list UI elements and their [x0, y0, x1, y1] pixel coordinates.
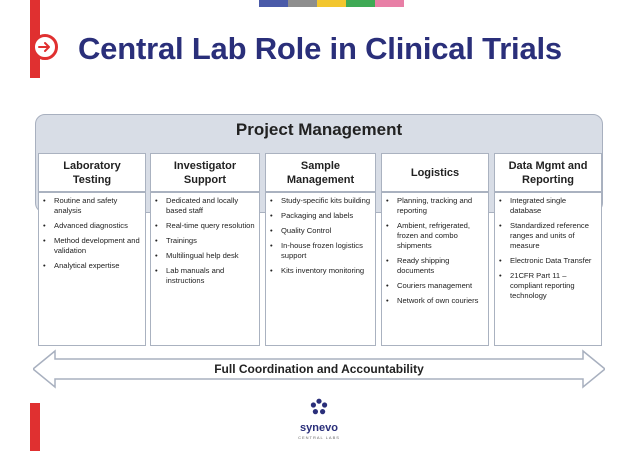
column-body-0: Routine and safety analysisAdvanced diag… — [38, 192, 146, 346]
column-header-4: Data Mgmt and Reporting — [494, 153, 602, 192]
column-header-0: Laboratory Testing — [38, 153, 146, 192]
bullet-item: Electronic Data Transfer — [499, 256, 597, 266]
bullet-item: Advanced diagnostics — [43, 221, 141, 231]
bullet-item: Planning, tracking and reporting — [386, 196, 484, 216]
column-body-4: Integrated single databaseStandardized r… — [494, 192, 602, 346]
bullet-item: Lab manuals and instructions — [155, 266, 255, 286]
top-color-stripes — [259, 0, 404, 7]
bullet-item: 21CFR Part 11 – compliant reporting tech… — [499, 271, 597, 301]
arrow-circle-icon — [32, 34, 58, 60]
bullet-item: In-house frozen logistics support — [270, 241, 371, 261]
slide-title: Central Lab Role in Clinical Trials — [78, 31, 562, 66]
bullet-item: Standardized reference ranges and units … — [499, 221, 597, 251]
bullet-item: Method development and validation — [43, 236, 141, 256]
project-management-title: Project Management — [235, 120, 403, 139]
bullet-list: Planning, tracking and reportingAmbient,… — [386, 196, 484, 306]
stripe-yellow — [317, 0, 346, 7]
column-header-1: Investigator Support — [150, 153, 260, 192]
synevo-logo: synevo CENTRAL LABS — [297, 398, 341, 440]
logo-subtitle: CENTRAL LABS — [298, 435, 340, 440]
bullet-list: Routine and safety analysisAdvanced diag… — [43, 196, 141, 271]
bullet-item: Ready shipping documents — [386, 256, 484, 276]
bullet-item: Dedicated and locally based staff — [155, 196, 255, 216]
bullet-item: Trainings — [155, 236, 255, 246]
bullet-item: Integrated single database — [499, 196, 597, 216]
column-header-3: Logistics — [381, 153, 489, 192]
stripe-gray — [288, 0, 317, 7]
bullet-item: Quality Control — [270, 226, 371, 236]
bullet-list: Study-specific kits buildingPackaging an… — [270, 196, 371, 276]
stripe-blue — [259, 0, 288, 7]
bullet-item: Real-time query resolution — [155, 221, 255, 231]
left-accent-bar-bottom — [30, 403, 40, 451]
stripe-pink — [375, 0, 404, 7]
synevo-flower-icon — [310, 398, 328, 415]
bullet-list: Integrated single databaseStandardized r… — [499, 196, 597, 301]
bullet-item: Analytical expertise — [43, 261, 141, 271]
column-body-2: Study-specific kits buildingPackaging an… — [265, 192, 376, 346]
bullet-item: Packaging and labels — [270, 211, 371, 221]
bullet-item: Kits inventory monitoring — [270, 266, 371, 276]
bullet-list: Dedicated and locally based staffReal-ti… — [155, 196, 255, 286]
column-header-2: Sample Management — [265, 153, 376, 192]
bullet-item: Routine and safety analysis — [43, 196, 141, 216]
bullet-item: Multilingual help desk — [155, 251, 255, 261]
bullet-item: Network of own couriers — [386, 296, 484, 306]
logo-name: synevo — [300, 422, 338, 434]
bullet-item: Couriers management — [386, 281, 484, 291]
bullet-item: Ambient, refrigerated, frozen and combo … — [386, 221, 484, 251]
stripe-green — [346, 0, 375, 7]
coordination-label: Full Coordination and Accountability — [214, 362, 424, 376]
bullet-item: Study-specific kits building — [270, 196, 371, 206]
column-body-3: Planning, tracking and reportingAmbient,… — [381, 192, 489, 346]
column-body-1: Dedicated and locally based staffReal-ti… — [150, 192, 260, 346]
